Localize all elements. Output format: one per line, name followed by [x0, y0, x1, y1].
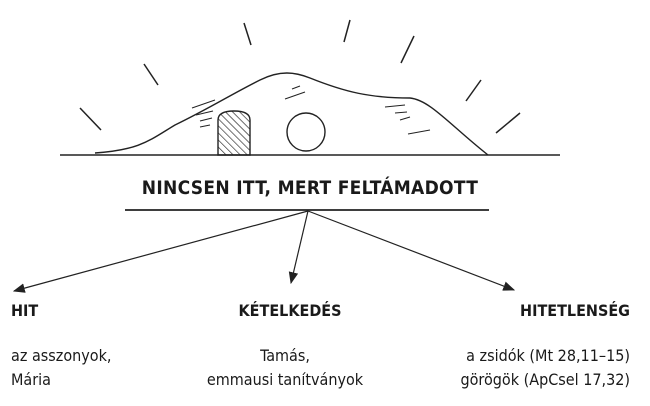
tomb-entrance [217, 110, 251, 156]
shading-strokes [191, 85, 431, 135]
text-line: görögök (ApCsel 17,32) [460, 370, 630, 389]
hill-outline [94, 72, 489, 156]
hill-drawing [60, 19, 560, 156]
text-line: Tamás, [260, 346, 310, 365]
text-line: az asszonyok, [11, 346, 112, 365]
text-line: emmausi tanítványok [206, 370, 364, 389]
column-hitetlenseg-text: a zsidók (Mt 28,11–15) görögök (ApCsel 1… [460, 344, 630, 392]
diagram-title: NINCSEN ITT, MERT FELTÁMADOTT [141, 177, 479, 199]
rolled-stone [286, 112, 326, 152]
heading-hit: HIT [11, 301, 39, 320]
text-line: a zsidók (Mt 28,11–15) [466, 346, 630, 365]
heading-hitetlenseg: HITETLENSÉG [520, 301, 630, 320]
column-hit-text: az asszonyok, Mária [11, 344, 111, 392]
arrow-to-ketelkedes [288, 210, 309, 285]
heading-ketelkedes: KÉTELKEDÉS [238, 301, 342, 320]
arrow-to-hit [12, 210, 309, 293]
arrows [12, 210, 516, 293]
column-ketelkedes-text: Tamás, emmausi tanítványok [180, 344, 390, 392]
light-rays [79, 19, 521, 134]
arrow-to-hitetlenseg [307, 210, 516, 291]
text-line: Mária [11, 370, 51, 389]
